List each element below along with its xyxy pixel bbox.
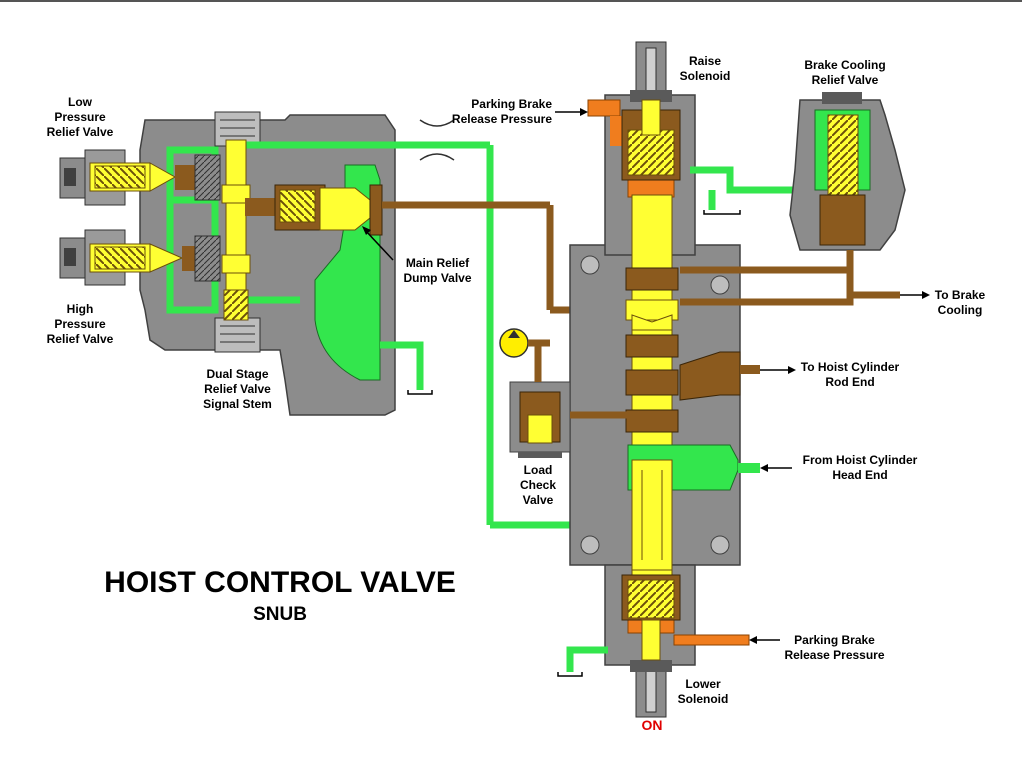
diagram-title: HOIST CONTROL VALVE: [104, 566, 456, 599]
rod-end-passage: [679, 351, 741, 401]
load-check-valve-label: Load Check Valve: [519, 463, 557, 507]
high-pressure-relief-valve: [59, 229, 221, 286]
lower-solenoid: [630, 660, 672, 718]
orifice-mark-top: [419, 119, 455, 127]
raise-solenoid: [630, 41, 672, 102]
to-hoist-cylinder-rod-end-label: To Hoist Cylinder Rod End: [800, 360, 900, 389]
upper-spring-chamber: [621, 99, 681, 181]
high-pressure-relief-valve-label: High Pressure Relief Valve: [46, 302, 114, 346]
rod-end-port: [740, 365, 760, 374]
parking-brake-release-top-label: Parking Brake Release Pressure: [451, 97, 552, 126]
main-relief-dump-valve-label: Main Relief Dump Valve: [403, 256, 472, 285]
raise-solenoid-label: Raise Solenoid: [679, 54, 731, 83]
lower-spring-chamber: [621, 574, 681, 661]
brake-cooling-relief-valve-label: Brake Cooling Relief Valve: [804, 58, 886, 87]
low-pressure-relief-valve-label: Low Pressure Relief Valve: [46, 95, 114, 139]
main-relief-dump-valve: [245, 184, 630, 314]
parking-brake-release-bottom-label: Parking Brake Release Pressure: [784, 633, 885, 662]
from-hoist-cylinder-head-end-label: From Hoist Cylinder Head End: [802, 453, 918, 482]
diagram-subtitle: SNUB: [253, 604, 307, 625]
brake-cooling-relief-valve: [789, 92, 906, 251]
load-check-valve: [509, 345, 632, 458]
leader-lines: [362, 108, 796, 644]
low-pressure-relief-valve: [59, 149, 221, 206]
upper-return-line: [690, 166, 805, 194]
dual-stage-relief-valve-label: Dual Stage Relief Valve Signal Stem: [203, 367, 272, 411]
lower-return-line: [566, 646, 608, 672]
main-return-zone: [627, 444, 760, 571]
lower-tank-symbol: [557, 672, 583, 677]
to-brake-cooling-label: To Brake Cooling: [934, 288, 986, 317]
lower-solenoid-status: ON: [641, 717, 663, 733]
dual-stage-signal-stem: [221, 139, 251, 321]
brake-line-2: [680, 270, 854, 306]
lower-solenoid-label: Lower Solenoid: [677, 677, 729, 706]
orifice-mark-bottom: [419, 153, 455, 161]
